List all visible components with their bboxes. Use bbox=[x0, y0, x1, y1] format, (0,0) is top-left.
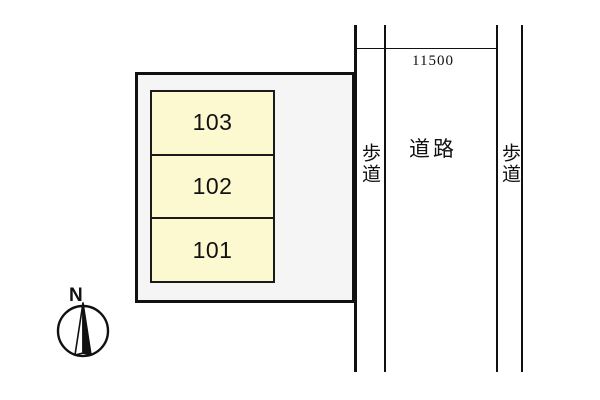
unit-stack: 103 102 101 bbox=[150, 90, 275, 283]
compass-north-arrow-icon bbox=[56, 302, 110, 358]
unit-102[interactable]: 102 bbox=[152, 155, 273, 220]
sidewalk-left-label: 歩道 bbox=[359, 143, 381, 185]
unit-101-label: 101 bbox=[192, 236, 233, 263]
road-line-outer-left bbox=[354, 25, 357, 372]
unit-103[interactable]: 103 bbox=[152, 92, 273, 156]
sidewalk-right-label: 歩道 bbox=[499, 143, 521, 185]
road-label: 道路 bbox=[409, 137, 457, 161]
unit-102-label: 102 bbox=[192, 173, 233, 199]
unit-101[interactable]: 101 bbox=[152, 219, 273, 282]
unit-103-label: 103 bbox=[192, 109, 233, 136]
road-line-outer-right bbox=[521, 25, 523, 372]
road-width-dimension-label: 11500 bbox=[412, 53, 454, 69]
road-line-inner-right bbox=[496, 25, 498, 372]
compass-rose: N bbox=[55, 286, 117, 362]
compass-north-label: N bbox=[69, 285, 83, 306]
road-line-inner-left bbox=[384, 25, 386, 372]
road-width-dimension-line bbox=[355, 48, 497, 49]
